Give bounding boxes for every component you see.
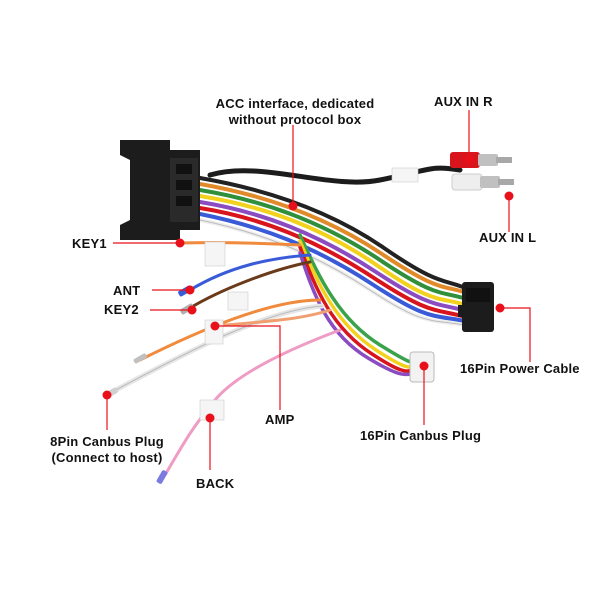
red-dot-icon (288, 201, 298, 211)
red-dot-icon (175, 238, 185, 248)
rca-plugs (450, 152, 514, 191)
main-connector (120, 140, 200, 240)
power-connector (458, 282, 494, 332)
wire-tags (199, 167, 419, 421)
label-16pin-canbus-plug: 16Pin Canbus Plug (360, 428, 482, 443)
label-ant: ANT (113, 283, 141, 298)
red-dot-icon (185, 285, 195, 295)
label-key2: KEY2 (104, 302, 139, 317)
label-8pin-line1: 8Pin Canbus Plug (50, 434, 164, 449)
label-acc-line2: without protocol box (228, 112, 362, 127)
red-dot-icon (464, 155, 474, 165)
red-dot-icon (504, 191, 514, 201)
label-acc-line1: ACC interface, dedicated (215, 96, 375, 111)
label-back: BACK (196, 476, 235, 491)
label-aux-in-l: AUX IN L (479, 230, 537, 245)
wire-bundle (109, 165, 472, 477)
red-dot-icon (187, 305, 197, 315)
label-key1: KEY1 (72, 236, 107, 251)
label-aux-in-r: AUX IN R (434, 94, 493, 109)
red-dot-icon (210, 321, 220, 331)
label-acc-interface: ACC interface, dedicated without protoco… (200, 96, 390, 128)
callout-dots (102, 155, 514, 423)
label-16pin-power-cable: 16Pin Power Cable (460, 361, 580, 376)
callout-lines (106, 110, 531, 470)
label-8pin-line2: (Connect to host) (51, 450, 163, 465)
red-dot-icon (495, 303, 505, 313)
label-8pin-canbus-plug: 8Pin Canbus Plug (Connect to host) (44, 434, 170, 466)
red-dot-icon (419, 361, 429, 371)
red-dot-icon (102, 390, 112, 400)
red-dot-icon (205, 413, 215, 423)
label-amp: AMP (265, 412, 295, 427)
